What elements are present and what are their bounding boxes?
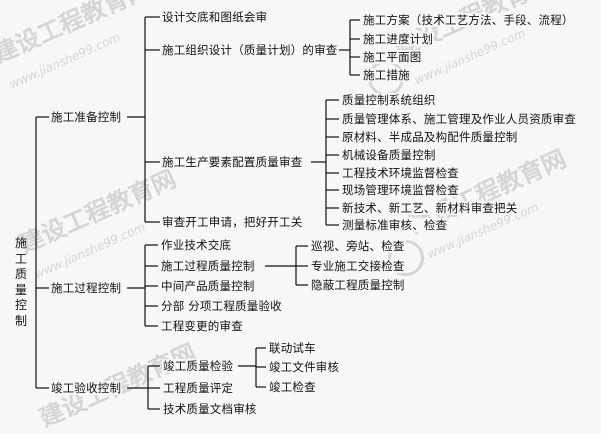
root-node: 施工质量控制 <box>14 236 27 328</box>
accept-item: 技术质量文档审核 <box>162 402 258 416</box>
prep-elements-child: 工程技术环境监督检查 <box>341 166 460 180</box>
process-item: 作业技术交底 <box>160 238 233 252</box>
process-item: 中间产品质量控制 <box>160 279 256 293</box>
accept-inspect-child: 竣工文件审核 <box>268 360 341 374</box>
process-item: 分部 分项工程质量验收 <box>160 299 283 313</box>
process-item: 工程变更的审查 <box>160 319 244 333</box>
stage-prep: 施工准备控制 <box>50 110 123 124</box>
prep-elements-child: 测量标准审核、检查 <box>341 218 449 232</box>
prep-elements-child: 质量管理体系、施工管理及作业人员资质审查 <box>341 112 577 126</box>
process-quality-child: 隐蔽工程质量控制 <box>310 278 406 292</box>
prep-elements-child: 现场管理环境监督检查 <box>341 183 460 197</box>
prep-plan-child: 施工平面图 <box>362 50 423 64</box>
prep-item: 施工组织设计（质量计划）的审查 <box>161 43 339 57</box>
prep-elements-child: 质量控制系统组织 <box>341 93 437 107</box>
process-quality-child: 巡视、旁站、检查 <box>310 239 406 253</box>
accept-item: 竣工质量检验 <box>162 359 235 373</box>
accept-item: 工程质量评定 <box>162 381 235 395</box>
prep-elements-child: 新技术、新工艺、新材料审查把关 <box>341 201 519 215</box>
tree-connectors <box>35 16 360 410</box>
process-quality-child: 专业施工交接检查 <box>310 259 406 273</box>
stage-accept: 竣工验收控制 <box>50 381 123 395</box>
prep-item: 审查开工申请，把好开工关 <box>161 215 304 229</box>
stage-process: 施工过程控制 <box>50 281 123 295</box>
prep-plan-child: 施工措施 <box>362 68 411 82</box>
accept-inspect-child: 联动试车 <box>268 341 317 355</box>
prep-elements-child: 机械设备质量控制 <box>341 148 437 162</box>
prep-elements-child: 原材料、半成品及构配件质量控制 <box>341 130 519 144</box>
accept-inspect-child: 竣工检查 <box>268 380 317 394</box>
prep-plan-child: 施工方案（技术工艺方法、手段、流程） <box>362 13 575 27</box>
prep-item: 施工生产要素配置质量审查 <box>161 155 304 169</box>
process-item: 施工过程质量控制 <box>160 259 256 273</box>
prep-item: 设计交底和图纸会审 <box>161 10 269 24</box>
prep-plan-child: 施工进度计划 <box>362 32 435 46</box>
